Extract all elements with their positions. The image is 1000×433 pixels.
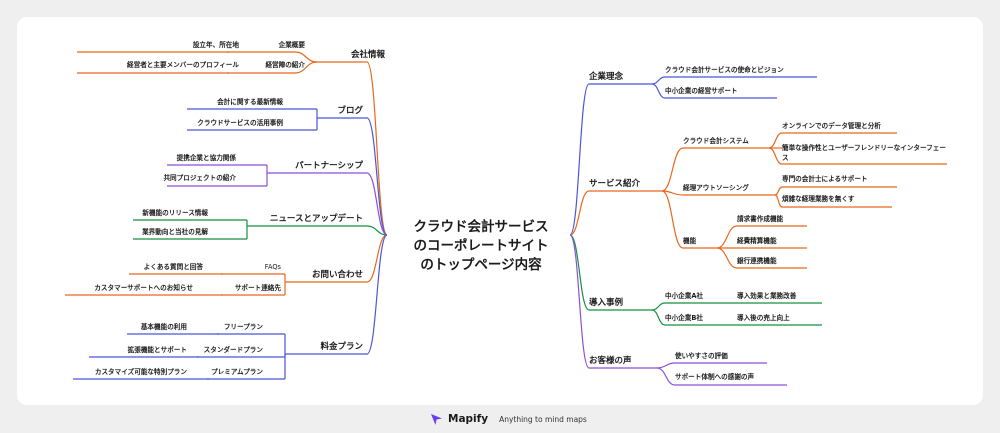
node-sales-growth[interactable]: 導入後の売上向上	[737, 314, 790, 322]
footer-brand[interactable]: Mapify	[448, 413, 489, 425]
node-joint-projects[interactable]: 共同プロジェクトの紹介	[163, 174, 236, 182]
root-line: のコーポレートサイト	[413, 238, 549, 254]
root-node[interactable]: クラウド会計サービス のコーポレートサイト のトップページ内容	[397, 218, 565, 275]
node-management-intro[interactable]: 経営陣の紹介	[265, 61, 305, 69]
footer-tagline: Anything to mind maps	[499, 414, 587, 424]
node-mission-vision[interactable]: クラウド会計サービスの使命とビジョン	[665, 66, 784, 74]
node-partner-companies[interactable]: 提携企業と協力関係	[176, 154, 236, 162]
connector-line	[774, 194, 783, 208]
branch-cases[interactable]: 導入事例	[589, 298, 624, 308]
footer: Mapify Anything to mind maps	[430, 410, 587, 428]
connector-line	[569, 234, 590, 369]
node-founding-location[interactable]: 設立年、所在地	[192, 41, 239, 49]
connector-line	[366, 117, 388, 236]
connector-line	[651, 76, 666, 85]
node-premium-plan[interactable]: プレミアムプラン	[211, 368, 263, 376]
connector-layer	[65, 51, 947, 386]
root-line: クラウド会計サービス	[413, 219, 549, 235]
node-management-profiles[interactable]: 経営者と主要メンバーのプロフィール	[127, 61, 239, 69]
node-support-contact[interactable]: サポート連絡先	[234, 284, 281, 292]
node-easy-ui[interactable]: 簡単な操作性とユーザーフレンドリーなインターフェース	[782, 144, 946, 162]
node-accountant-support[interactable]: 専門の会計士によるサポート	[782, 175, 868, 183]
connector-line	[774, 186, 783, 196]
connector-line	[569, 190, 590, 236]
node-cloud-cases[interactable]: クラウドサービスの活用事例	[197, 119, 283, 127]
connector-line	[366, 234, 388, 283]
node-extended-support[interactable]: 拡張機能とサポート	[127, 346, 187, 354]
connector-line	[768, 132, 783, 149]
branch-news[interactable]: ニュースとアップデート	[269, 214, 363, 224]
connector-line	[656, 367, 676, 386]
node-free-plan[interactable]: フリープラン	[223, 323, 263, 331]
mindmap-canvas: クラウド会計サービス のコーポレートサイト のトップページ内容 会社情報 企業概…	[17, 17, 983, 405]
connector-line	[366, 61, 388, 236]
connector-line	[651, 309, 666, 326]
branch-company[interactable]: 会社情報	[350, 50, 385, 60]
node-industry-trends[interactable]: 業界動向と当社の見解	[142, 228, 208, 236]
node-reduce-work[interactable]: 煩雑な経理業務を無くす	[782, 195, 855, 203]
node-cloud-system[interactable]: クラウド会計システム	[683, 137, 749, 145]
node-accounting-news[interactable]: 会計に関する最新情報	[217, 98, 283, 106]
connector-line	[569, 83, 590, 236]
node-features[interactable]: 機能	[683, 237, 697, 245]
node-company-a[interactable]: 中小企業A社	[665, 292, 704, 300]
branch-service[interactable]: サービス紹介	[589, 179, 641, 189]
connector-line	[366, 234, 388, 355]
connector-line	[651, 302, 666, 311]
node-faq-answers[interactable]: よくある質問と回答	[143, 263, 203, 271]
connector-line	[716, 247, 738, 269]
node-company-b[interactable]: 中小企業B社	[665, 314, 703, 322]
connector-line	[768, 147, 783, 165]
node-custom-plan[interactable]: カスタマイズ可能な特別プラン	[94, 368, 187, 376]
connector-line	[661, 190, 684, 249]
branch-voices[interactable]: お客様の声	[589, 356, 632, 366]
connector-line	[569, 234, 590, 311]
node-invoice[interactable]: 請求書作成機能	[737, 215, 784, 223]
node-standard-plan[interactable]: スタンダードプラン	[203, 346, 263, 354]
branch-partnership[interactable]: パートナーシップ	[295, 161, 363, 171]
node-outsourcing[interactable]: 経理アウトソーシング	[683, 184, 749, 192]
node-expense[interactable]: 経費精算機能	[737, 237, 777, 245]
connector-line	[661, 147, 684, 192]
mapify-logo-icon	[431, 413, 442, 425]
node-new-features[interactable]: 新機能のリリース情報	[142, 209, 208, 217]
connector-line	[366, 225, 388, 236]
connector-line	[366, 172, 388, 236]
node-sme-support[interactable]: 中小企業の経営サポート	[665, 87, 738, 95]
node-usability[interactable]: 使いやすさの評価	[675, 352, 728, 360]
node-support-thanks[interactable]: サポート体制への感謝の声	[675, 373, 755, 381]
node-effect-improvement[interactable]: 導入効果と業務改善	[737, 292, 797, 300]
connector-line	[661, 190, 684, 196]
node-bank-link[interactable]: 銀行連携機能	[737, 257, 777, 265]
connector-line	[716, 225, 738, 249]
branch-philosophy[interactable]: 企業理念	[589, 72, 624, 82]
branch-blog[interactable]: ブログ	[337, 106, 363, 116]
node-faqs[interactable]: FAQs	[264, 263, 281, 271]
node-support-notices[interactable]: カスタマーサポートへのお知らせ	[94, 284, 193, 292]
connector-line	[656, 362, 676, 369]
node-company-overview[interactable]: 企業概要	[278, 41, 305, 49]
node-online-data[interactable]: オンラインでのデータ管理と分析	[782, 122, 881, 130]
connector-line	[651, 83, 666, 99]
root-line: のトップページ内容	[420, 257, 542, 273]
node-basic-features[interactable]: 基本機能の利用	[140, 323, 187, 331]
branch-contact[interactable]: お問い合わせ	[311, 270, 363, 280]
connector-line	[294, 61, 318, 74]
branch-pricing[interactable]: 料金プラン	[320, 342, 363, 352]
